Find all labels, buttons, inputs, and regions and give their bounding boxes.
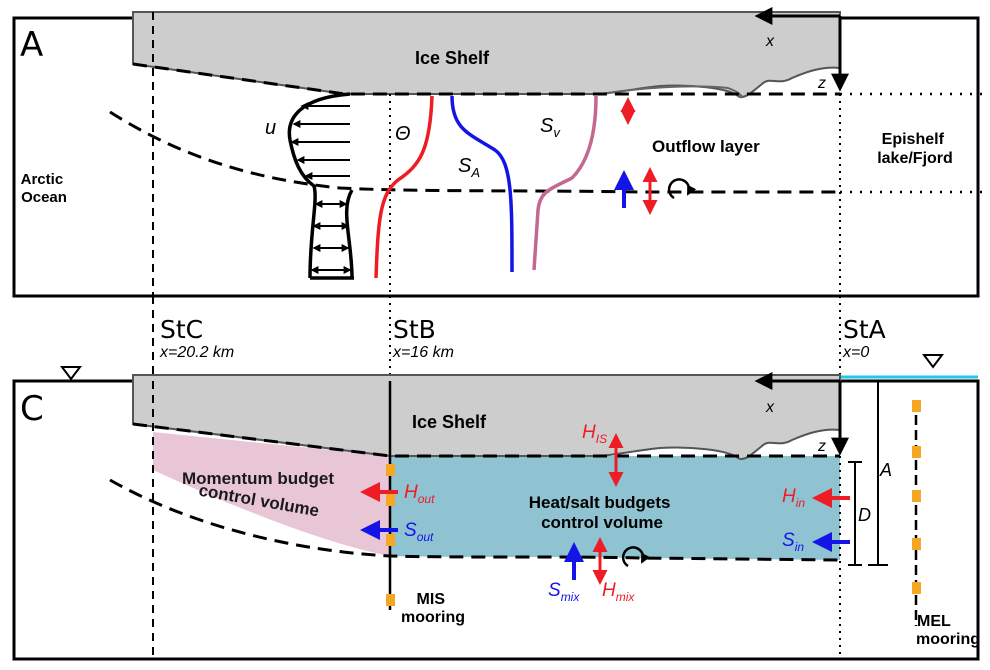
panel-a-ice-base-dashed — [132, 62, 840, 96]
panel-a-outflow-layer-label: Outflow layer — [652, 137, 760, 156]
mel-mooring-instruments — [912, 400, 921, 594]
h-is-label: HIS — [582, 422, 607, 446]
panel-c-z-label: z — [817, 438, 826, 455]
panel-c-right-water-level-icon — [922, 354, 944, 369]
sv-profile — [532, 95, 598, 271]
momentum-control-volume — [153, 432, 390, 556]
panel-c-ice-shelf-label: Ice Shelf — [412, 412, 487, 432]
panel-a-mixing-eddy-icon — [667, 178, 697, 200]
panel-a-x-label: x — [765, 33, 775, 50]
panel-a-ice-shelf-label: Ice Shelf — [415, 48, 490, 68]
h-mix-label: Hmix — [602, 580, 635, 604]
sa-label: SA — [458, 155, 480, 180]
sa-profile — [450, 95, 514, 273]
panel-c-x-label: x — [765, 399, 775, 416]
dimension-d-label: D — [858, 505, 871, 525]
panel-a-letter: A — [20, 25, 43, 65]
h-out-label: Hout — [404, 482, 435, 506]
s-out-label: Sout — [404, 520, 434, 544]
panel-a: Ice Shelf x z Arctic Ocean Epishelf lake… — [12, 7, 985, 298]
station-sta-name: StA — [843, 315, 886, 344]
station-stc-name: StC — [160, 315, 203, 344]
dimension-a-label: A — [879, 460, 892, 480]
station-labels: StC x=20.2 km StB x=16 km StA x=0 — [152, 296, 886, 382]
dimension-d — [848, 461, 862, 566]
panel-c-left-water-level-icon — [60, 366, 82, 381]
station-stb-name: StB — [393, 315, 436, 344]
theta-label: Θ — [395, 123, 411, 145]
panel-a-outflow-lower-dashed — [109, 110, 840, 194]
station-stb-position: x=16 km — [392, 344, 454, 361]
panel-c-ice-shelf — [132, 374, 841, 460]
panel-c-ice-base-dashed — [132, 422, 840, 458]
mis-mooring-instruments — [386, 464, 395, 606]
mis-mooring-label: MIS mooring — [401, 591, 465, 626]
dimension-a — [868, 380, 888, 566]
panel-a-arctic-ocean-label: Arctic Ocean — [21, 171, 68, 206]
panel-a-z-label: z — [817, 75, 826, 92]
panel-a-epishelf-label: Epishelf lake/Fjord — [877, 131, 953, 167]
panel-c-letter: C — [20, 389, 44, 429]
heat-salt-volume-label: Heat/salt budgets control volume — [529, 493, 675, 532]
panel-c: Ice Shelf x z MIS mooring — [12, 354, 980, 661]
velocity-label: u — [265, 117, 276, 139]
h-in-label: Hin — [782, 486, 805, 510]
s-mix-label: Smix — [548, 580, 580, 604]
mel-mooring-label: MEL mooring — [916, 613, 980, 648]
sv-label: Sv — [540, 115, 561, 140]
momentum-volume-label: Momentum budget — [182, 469, 334, 488]
station-stc-position: x=20.2 km — [159, 344, 234, 361]
station-sta-position: x=0 — [842, 344, 869, 361]
panel-c-mixing-eddy-icon — [621, 546, 651, 568]
s-in-label: Sin — [782, 530, 804, 554]
heat-salt-control-volume — [390, 456, 840, 560]
velocity-arrows — [290, 102, 352, 274]
theta-profile — [374, 95, 434, 279]
